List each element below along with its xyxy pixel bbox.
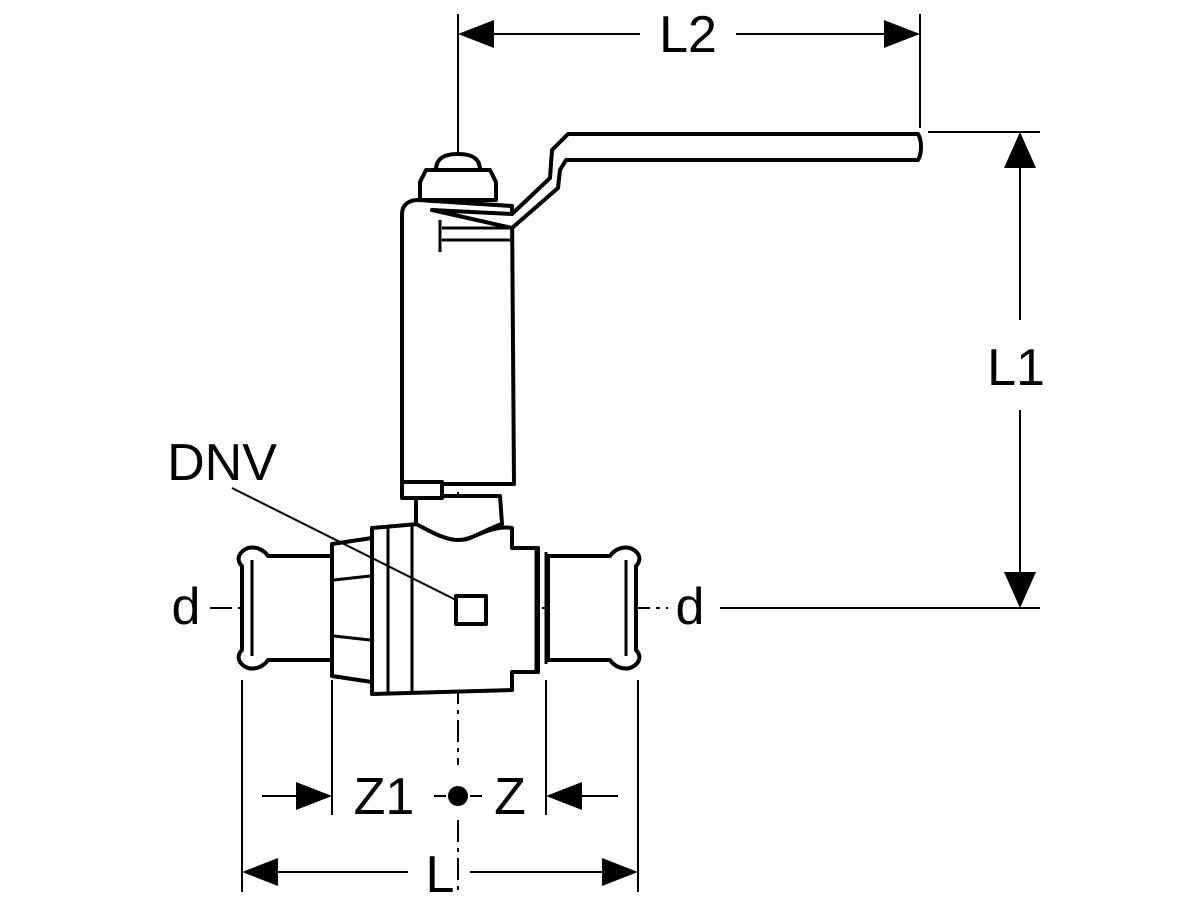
lever-arm (430, 132, 923, 230)
z1-arrow (296, 782, 332, 810)
stem-nut (418, 168, 498, 202)
dimension-z1-z (262, 782, 618, 810)
z-arrow (546, 782, 582, 810)
valve-body (236, 494, 642, 696)
handle-cover (400, 198, 516, 486)
l-arrow-right (602, 858, 638, 886)
dimension-l1 (1004, 132, 1036, 608)
stem-neck (414, 494, 504, 542)
dnv-label: DNV (167, 434, 277, 492)
dimension-l (242, 858, 638, 886)
z1-label: Z1 (354, 768, 415, 826)
l-label: L (426, 846, 455, 900)
l1-label: L1 (987, 339, 1045, 397)
left-press-fitting (236, 545, 334, 671)
extension-lines (241, 14, 1040, 892)
right-press-fitting (546, 545, 642, 671)
center-dot (448, 786, 468, 806)
z-label: Z (494, 768, 526, 826)
dimension-l2 (458, 20, 920, 48)
lever-handle (400, 132, 923, 500)
d-right-label: d (676, 578, 705, 636)
l2-arrow-left (458, 20, 494, 48)
d-left-label: d (172, 578, 201, 636)
dnv-leader (231, 487, 457, 601)
l1-arrow-bottom (1004, 572, 1036, 608)
handle-cover-base (400, 480, 444, 500)
union-nut (330, 536, 374, 684)
l-arrow-left (242, 858, 278, 886)
l1-arrow-top (1004, 132, 1036, 168)
l2-label: L2 (659, 6, 717, 64)
dnv-marking-plate (454, 594, 488, 626)
l2-arrow-right (884, 20, 920, 48)
